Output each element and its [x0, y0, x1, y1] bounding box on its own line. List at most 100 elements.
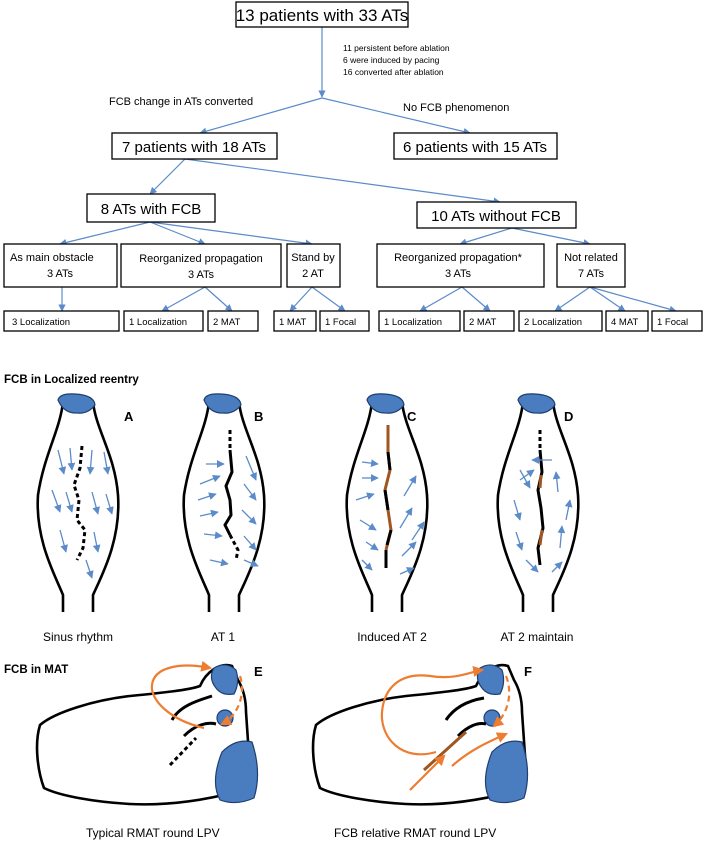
activation-arrows	[355, 459, 425, 575]
leaf-label: 1 Localization	[129, 317, 187, 328]
panel-caption: Induced AT 2	[357, 630, 427, 644]
reentry-orange-dashed	[492, 675, 511, 728]
atrium-outline	[36, 401, 120, 612]
fcb-line	[536, 449, 545, 566]
root-label: 13 patients with 33 ATs	[236, 6, 409, 25]
right-group-label: 6 patients with 15 ATs	[403, 139, 547, 156]
reorganized-box	[120, 243, 282, 288]
right-branch-label: No FCB phenomenon	[403, 102, 509, 114]
panel-letter: E	[254, 664, 263, 679]
panel-c: C Induced AT 2	[345, 393, 429, 644]
leaf-box	[123, 310, 204, 332]
reentry-orange-dashed	[220, 675, 244, 725]
leaf-box	[378, 310, 461, 332]
reorganized-star-line1: Reorganized propagation*	[394, 252, 523, 264]
vein-upper	[210, 664, 239, 695]
right-group-box	[393, 132, 558, 160]
activation-arrows	[197, 455, 259, 567]
not-related-box	[556, 243, 626, 288]
main-obstacle-line1: As main obstacle	[10, 252, 94, 264]
panel-a: A Sinus rhythm	[36, 393, 134, 644]
activation-arrows	[513, 456, 573, 573]
reentry-orange-path	[150, 660, 213, 730]
left-group-box	[111, 132, 278, 160]
section-title-mat: FCB in MAT	[4, 664, 68, 676]
atrium-outline	[182, 401, 266, 612]
vein-shape	[203, 393, 242, 414]
leaf-label: 4 MAT	[611, 317, 638, 328]
fcb-line	[444, 696, 485, 721]
section-title-localized: FCB in Localized reentry	[4, 374, 139, 386]
with-fcb-box	[86, 193, 216, 223]
with-fcb-label: 8 ATs with FCB	[101, 201, 202, 218]
fcb-dashed	[168, 736, 198, 767]
flowchart: 13 patients with 33 ATs 11 persistent be…	[3, 1, 703, 332]
without-fcb-box	[416, 201, 577, 229]
vein-shape	[57, 393, 96, 414]
panel-caption: Typical RMAT round LPV	[86, 826, 220, 840]
root-note-1: 11 persistent before ablation	[343, 43, 450, 53]
leaf-box	[605, 310, 649, 332]
standby-line2: 2 AT	[302, 268, 324, 280]
panel-caption: AT 1	[211, 630, 236, 644]
fcb-brown-line	[538, 474, 544, 546]
fcb-dashed	[228, 534, 240, 561]
appendage-shape	[484, 740, 529, 804]
appendage-shape	[214, 740, 259, 804]
panel-letter: A	[124, 409, 134, 424]
reorganized-line2: 3 ATs	[188, 269, 215, 281]
reentry-orange-path	[380, 666, 485, 756]
reorganized-star-line2: 3 ATs	[445, 268, 472, 280]
main-obstacle-box	[3, 243, 118, 288]
leaf-box	[463, 310, 515, 332]
standby-line1: Stand by	[291, 252, 335, 264]
fcb-line	[456, 722, 487, 738]
panel-letter: C	[407, 409, 417, 424]
leaf-label: 3 Localization	[12, 317, 70, 328]
panel-letter: B	[254, 409, 263, 424]
atrium-outline	[496, 401, 580, 612]
leaf-label: 1 Localization	[384, 317, 442, 328]
root-box	[235, 1, 409, 28]
leaf-box	[273, 310, 317, 332]
fcb-brown-line	[422, 730, 468, 772]
atrium-outline	[345, 401, 429, 612]
fcb-line	[72, 445, 87, 561]
fcb-line	[223, 449, 234, 536]
reorganized-star-box	[376, 243, 545, 288]
main-obstacle-line2: 3 ATs	[47, 268, 74, 280]
root-note-2: 6 were induced by pacing	[343, 55, 440, 65]
leaf-box	[651, 310, 703, 332]
panel-letter: D	[564, 409, 573, 424]
leaf-label: 2 MAT	[469, 317, 496, 328]
reentry-orange-path	[451, 732, 509, 767]
flow-connectors	[58, 27, 677, 313]
root-note-3: 16 converted after ablation	[343, 67, 444, 77]
panel-f: F FCB relative RMAT round LPV	[311, 663, 532, 840]
panel-letter: F	[524, 664, 532, 679]
leaf-label: 2 MAT	[213, 317, 240, 328]
left-group-label: 7 patients with 18 ATs	[122, 139, 266, 156]
vein-shape	[517, 393, 556, 414]
fcb-line	[182, 721, 217, 738]
left-branch-label: FCB change in ATs converted	[109, 96, 253, 108]
not-related-line2: 7 ATs	[578, 268, 605, 280]
leaf-label: 1 Focal	[657, 317, 688, 328]
leaf-label: 2 Localization	[524, 317, 582, 328]
panel-caption: Sinus rhythm	[43, 630, 113, 644]
not-related-line1: Not related	[564, 252, 618, 264]
panel-d: D AT 2 maintain	[496, 393, 580, 644]
leaf-box	[207, 310, 259, 332]
standby-box	[286, 243, 341, 288]
panel-e: E Typical RMAT round LPV	[35, 660, 263, 840]
leaf-box	[3, 310, 120, 332]
panel-caption: AT 2 maintain	[501, 630, 574, 644]
leaf-label: 1 Focal	[325, 317, 356, 328]
leaf-label: 1 MAT	[279, 317, 306, 328]
panel-b: B AT 1	[182, 393, 266, 644]
reorganized-line1: Reorganized propagation	[139, 253, 263, 265]
leaf-box	[518, 310, 603, 332]
fcb-line	[383, 451, 393, 546]
activation-arrows	[51, 447, 114, 579]
